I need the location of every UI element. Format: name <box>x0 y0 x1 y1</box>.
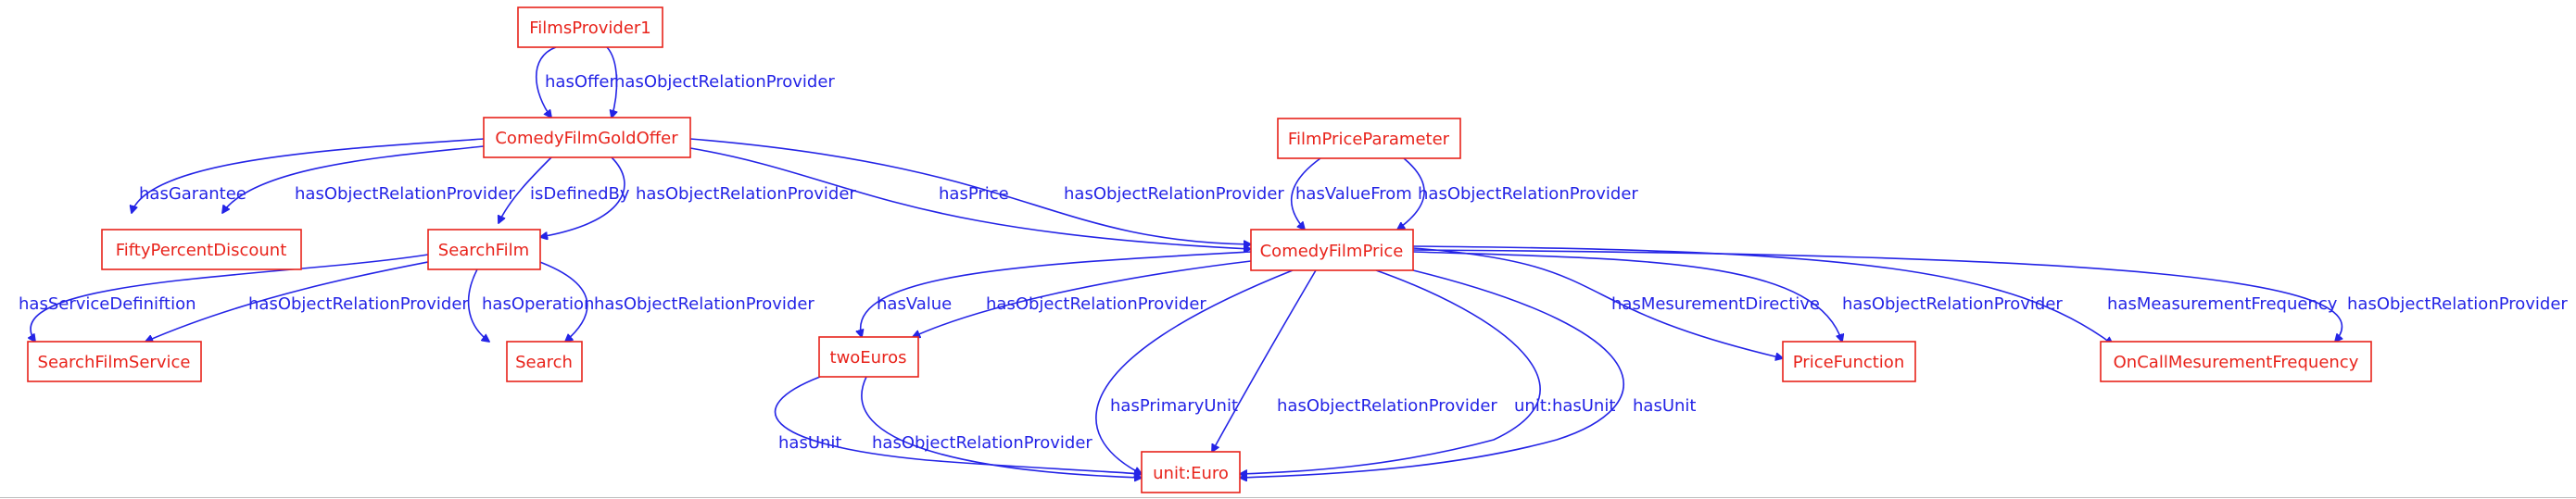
edge-hasprice <box>689 147 1251 249</box>
edge-twoeuros-hasunit <box>774 376 1142 474</box>
edge-hasmesurementdirective <box>1412 247 1783 358</box>
label-price-twoeuros-objrel: hasObjectRelationProvider <box>986 294 1206 314</box>
edge-parameter-price-objrel <box>1397 157 1425 230</box>
node-searchfilmservice[interactable]: SearchFilmService <box>27 341 202 382</box>
edge-goldoffer-searchfilm-objrel <box>540 156 625 237</box>
edge-price-pricefunction-objrel <box>1412 251 1842 342</box>
label-goldoffer-fifty-objrel: hasObjectRelationProvider <box>295 184 515 204</box>
node-oncallmesurementfrequency[interactable]: OnCallMesurementFrequency <box>2100 341 2372 382</box>
label-hasoperation: hasOperation <box>482 294 594 314</box>
edge-hasvaluefrom <box>1290 157 1321 230</box>
edge-hasmeasurementfrequency <box>1412 245 2113 344</box>
edge-provider1-objrel <box>606 46 616 118</box>
edge-price-euro-hasunit <box>1240 269 1624 478</box>
node-unit-euro[interactable]: unit:Euro <box>1141 451 1241 493</box>
edge-hasgarantee <box>132 138 485 213</box>
edge-hasprimaryunit <box>1095 269 1294 474</box>
node-label: twoEuros <box>830 348 907 368</box>
edge-hasoperation <box>467 268 489 342</box>
label-hasmesurementdirective: hasMesurementDirective <box>1611 294 1820 314</box>
node-comedyfilmprice[interactable]: ComedyFilmPrice <box>1250 229 1414 271</box>
node-label: SearchFilmService <box>38 353 191 372</box>
label-price-pricefunction-objrel: hasObjectRelationProvider <box>1842 294 2063 314</box>
node-pricefunction[interactable]: PriceFunction <box>1782 341 1916 382</box>
label-twoeuros-euro-objrel: hasObjectRelationProvider <box>872 433 1092 453</box>
label-hasoffer: hasOffer <box>545 72 616 92</box>
label-price-euro-hasunit: hasUnit <box>1633 396 1696 416</box>
label-hasvalue: hasValue <box>877 294 952 314</box>
node-fiftypercentdiscount[interactable]: FiftyPercentDiscount <box>101 229 302 270</box>
node-twoeuros[interactable]: twoEuros <box>818 336 919 378</box>
node-label: PriceFunction <box>1793 353 1904 372</box>
edge-hasservicedefiniftion <box>31 254 429 342</box>
node-label: unit:Euro <box>1153 464 1229 483</box>
edge-goldoffer-price-objrel <box>689 138 1251 244</box>
edge-twoeuros-euro-objrel <box>861 376 1142 478</box>
label-hasgarantee: hasGarantee <box>139 184 246 204</box>
node-filmsprovider1[interactable]: FilmsProvider1 <box>517 6 663 48</box>
edge-hasvalue <box>861 251 1252 337</box>
node-label: OnCallMesurementFrequency <box>2114 353 2359 372</box>
edge-labels: hasOffer hasObjectRelationProvider hasGa… <box>19 72 2568 453</box>
label-searchfilm-search-objrel: hasObjectRelationProvider <box>594 294 814 314</box>
label-hasvaluefrom: hasValueFrom <box>1295 184 1412 204</box>
label-hasprice: hasPrice <box>939 184 1009 204</box>
node-label: SearchFilm <box>438 241 529 260</box>
edge-price-twoeuros-objrel <box>913 260 1252 337</box>
label-price-euro-objrel: hasObjectRelationProvider <box>1277 396 1497 416</box>
label-goldoffer-price-objrel: hasObjectRelationProvider <box>1064 184 1284 204</box>
node-filmpriceparameter[interactable]: FilmPriceParameter <box>1277 118 1461 159</box>
node-search[interactable]: Search <box>506 341 583 382</box>
label-hasservicedefiniftion: hasServiceDefiniftion <box>19 294 196 314</box>
node-label: FilmsProvider1 <box>529 19 651 38</box>
edge-goldoffer-fifty-objrel <box>222 145 485 213</box>
edge-isdefinedby <box>499 156 552 223</box>
label-goldoffer-searchfilm-objrel: hasObjectRelationProvider <box>636 184 856 204</box>
label-twoeuros-hasunit: hasUnit <box>778 433 841 453</box>
node-label: Search <box>515 353 573 372</box>
edge-searchfilm-search-objrel <box>537 260 588 342</box>
label-provider1-objrel: hasObjectRelationProvider <box>614 72 835 92</box>
node-label: ComedyFilmGoldOffer <box>495 129 678 148</box>
node-label: ComedyFilmPrice <box>1260 242 1404 261</box>
node-label: FilmPriceParameter <box>1288 130 1450 149</box>
edge-price-euro-objrel <box>1212 269 1317 452</box>
edge-price-oncall-objrel <box>1412 249 2342 342</box>
label-parameter-price-objrel: hasObjectRelationProvider <box>1418 184 1638 204</box>
nodes: FilmsProvider1 ComedyFilmGoldOffer FilmP… <box>27 6 2372 493</box>
label-isdefinedby: isDefinedBy <box>530 184 630 204</box>
label-hasmeasurementfrequency: hasMeasurementFrequency <box>2107 294 2338 314</box>
label-unit-hasunit: unit:hasUnit <box>1514 396 1615 416</box>
edge-unit-hasunit <box>1240 269 1541 474</box>
label-searchfilm-service-objrel: hasObjectRelationProvider <box>248 294 469 314</box>
node-comedyfilmgoldoffer[interactable]: ComedyFilmGoldOffer <box>483 117 691 158</box>
node-label: FiftyPercentDiscount <box>116 241 287 260</box>
edge-hasoffer <box>536 46 557 118</box>
edge-searchfilm-service-objrel <box>145 261 429 342</box>
node-searchfilm[interactable]: SearchFilm <box>427 229 541 270</box>
edges <box>31 46 2342 478</box>
label-hasprimaryunit: hasPrimaryUnit <box>1110 396 1238 416</box>
label-price-oncall-objrel: hasObjectRelationProvider <box>2347 294 2568 314</box>
